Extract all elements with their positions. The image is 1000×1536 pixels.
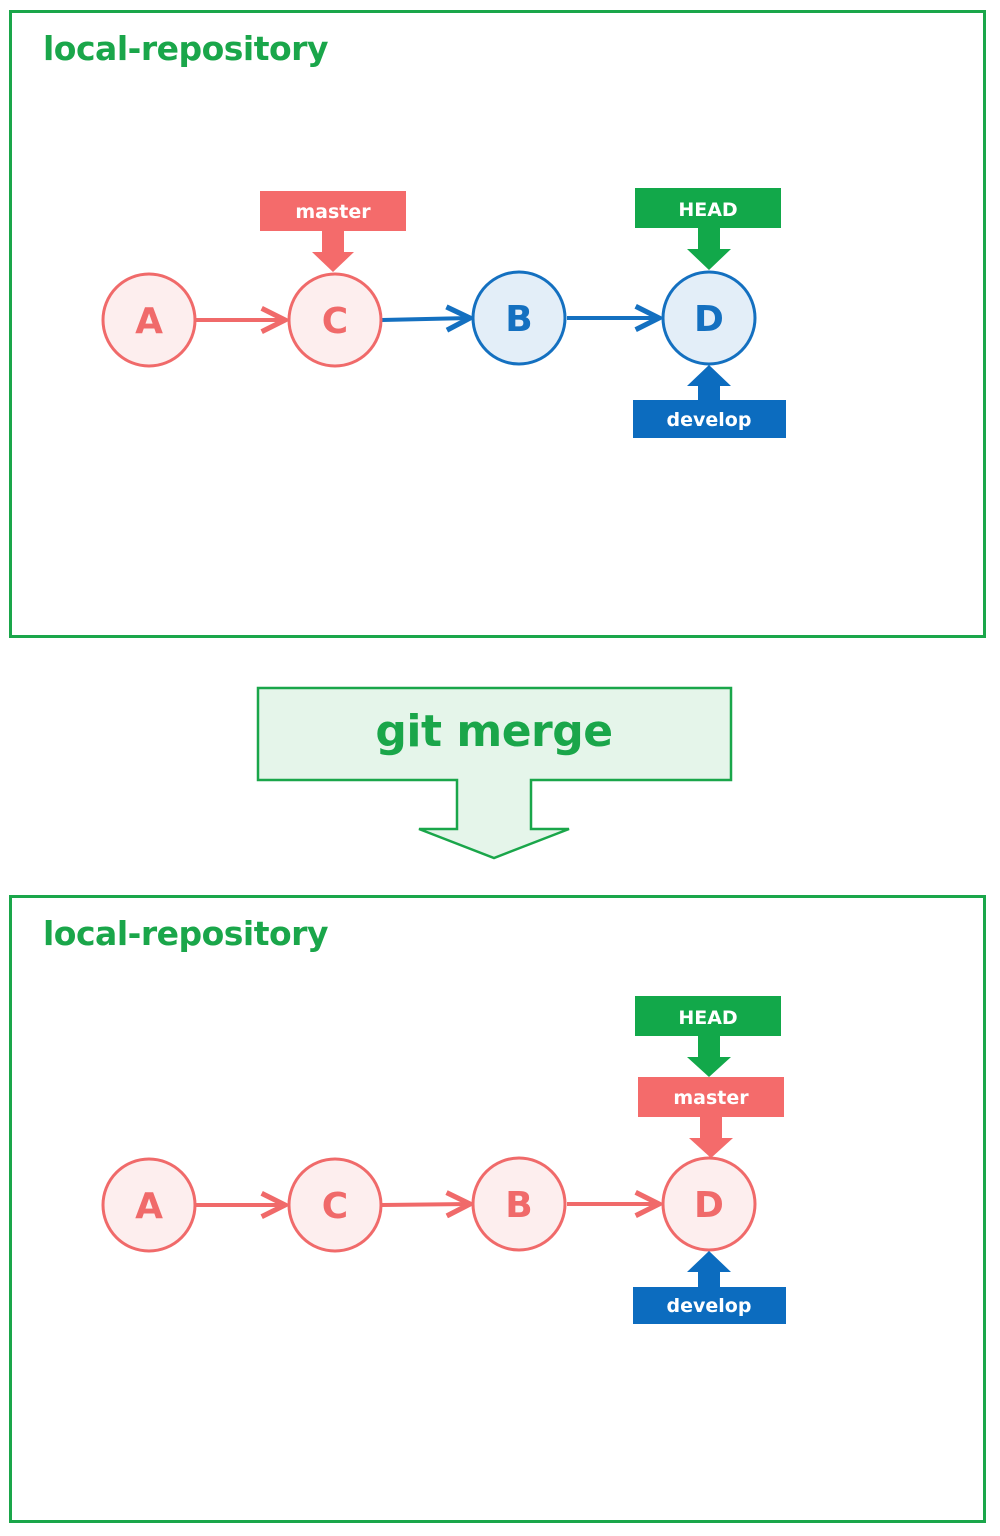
ref-develop: develop [633,365,786,438]
commit-d: D [661,270,757,366]
after-ref-head: HEAD [635,996,781,1077]
commit-a: A [101,272,197,368]
commit-c: C [287,272,383,368]
merge-action-label: git merge [375,706,613,757]
commit-d-label: D [694,299,724,340]
ref-master-label: master [295,201,371,223]
after-commit-b-label: B [505,1185,532,1226]
after-commit-c-label: C [322,1186,348,1227]
after-edge-c-b [381,1204,470,1205]
after-ref-develop: develop [633,1251,786,1324]
ref-develop-label: develop [667,409,752,431]
commit-b-label: B [505,299,532,340]
ref-master: master [260,191,406,272]
after-commit-a: A [101,1157,197,1253]
after-panel: local-repository [9,895,986,1523]
after-ref-head-label: HEAD [678,1007,737,1029]
merge-arrow [256,686,733,860]
commit-c-label: C [322,301,348,342]
after-commit-b: B [471,1156,567,1252]
after-ref-develop-label: develop [667,1295,752,1317]
after-commit-d: D [661,1156,757,1252]
after-commit-d-label: D [694,1185,724,1226]
before-panel-title: local-repository [43,29,328,68]
after-ref-master-label: master [673,1087,749,1109]
commit-a-label: A [135,301,163,342]
edge-c-b [381,318,470,320]
commit-b: B [471,270,567,366]
before-panel: local-repository [9,10,986,638]
after-ref-master: master [638,1077,784,1158]
after-panel-title: local-repository [43,914,328,953]
ref-head-label: HEAD [678,199,737,221]
after-commit-a-label: A [135,1186,163,1227]
after-commit-c: C [287,1157,383,1253]
ref-head: HEAD [635,188,781,270]
